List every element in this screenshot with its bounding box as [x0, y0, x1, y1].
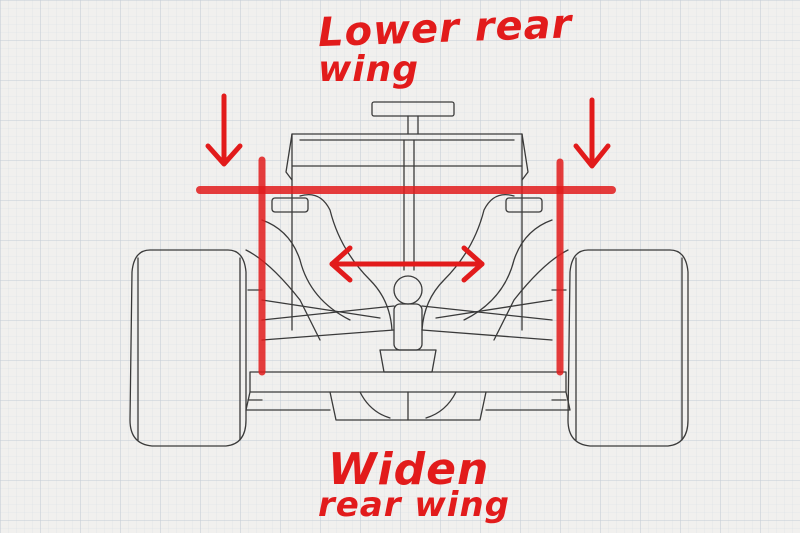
- diffuser: [245, 371, 571, 421]
- right-down-arrow: [573, 97, 611, 169]
- engine-cover: [245, 193, 569, 341]
- widen-double-arrow: [329, 245, 485, 283]
- wing-pillar: [403, 139, 415, 271]
- left-down-arrow: [205, 93, 243, 167]
- rear-suspension: [261, 299, 553, 341]
- right-rear-tyre: [551, 249, 689, 447]
- annotation-rear-wing: rear wing: [318, 485, 510, 525]
- left-rear-tyre: [129, 249, 263, 447]
- annotation-wing: wing: [318, 49, 419, 90]
- annotation-widen: Widen: [328, 444, 490, 495]
- annotation-lower-rear: Lower rear: [317, 1, 573, 57]
